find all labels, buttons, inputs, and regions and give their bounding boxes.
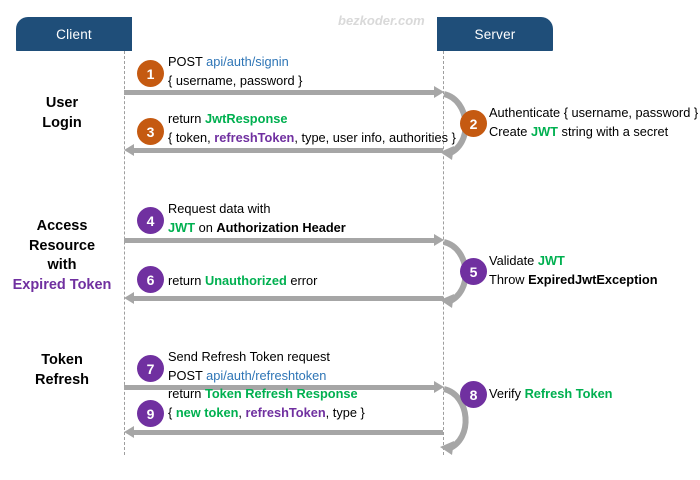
self-arc-8 — [440, 383, 486, 457]
arrow-response-3 — [124, 144, 443, 156]
phase-label-line: User — [45, 95, 79, 111]
msg-payload: { username, password } — [168, 72, 303, 88]
arrow-response-6 — [124, 292, 443, 304]
phase-label-line: Access — [36, 218, 88, 234]
msg-refresh-token: Refresh Token — [524, 386, 613, 401]
arrow-response-9 — [124, 426, 443, 438]
watermark: bezkoder.com — [338, 13, 425, 28]
message-text-9: return Token Refresh Response { new toke… — [168, 385, 365, 422]
msg-new-token: new token — [175, 404, 239, 420]
msg-plain: , type } — [325, 404, 365, 420]
phase-label-user-login: User Login — [2, 94, 122, 133]
msg-plain: Create — [489, 123, 531, 139]
msg-plain: Validate — [489, 253, 538, 268]
message-text-8: Verify Refresh Token — [489, 385, 613, 404]
arrowhead-icon — [434, 86, 444, 98]
msg-token: JWT — [537, 253, 565, 268]
phase-label-line: Token — [41, 352, 83, 368]
phase-label-line: Login — [42, 114, 82, 131]
msg-token: JWT — [168, 219, 196, 235]
msg-plain: POST — [168, 367, 207, 383]
message-text-2: Authenticate { username, password } Crea… — [489, 104, 698, 141]
msg-line: Authenticate { username, password } — [489, 105, 699, 120]
msg-plain: Throw — [489, 271, 529, 287]
lifeline-client — [124, 51, 125, 455]
step-badge-6: 6 — [137, 266, 164, 293]
msg-refresh-token: refreshToken — [245, 404, 326, 420]
msg-line: Request data with — [168, 201, 271, 216]
msg-plain: { — [168, 404, 176, 420]
phase-label-access-resource: Access Resource with Expired Token — [2, 217, 122, 295]
arrowhead-icon — [124, 292, 134, 304]
step-badge-3: 3 — [137, 118, 164, 145]
msg-line: Send Refresh Token request — [168, 349, 330, 364]
arrow-request-4 — [124, 234, 444, 246]
msg-endpoint: api/auth/refreshtoken — [206, 367, 327, 383]
step-badge-9: 9 — [137, 400, 164, 427]
step-badge-4: 4 — [137, 207, 164, 234]
step-badge-2: 2 — [460, 110, 487, 137]
arrowhead-icon — [434, 234, 444, 246]
step-badge-8: 8 — [460, 381, 487, 408]
phase-label-line: with — [47, 257, 77, 274]
msg-plain: { token, — [168, 129, 215, 145]
arrowhead-icon — [124, 426, 134, 438]
msg-token: JWT — [530, 123, 558, 139]
phase-label-line: Resource — [28, 237, 96, 254]
message-text-4: Request data with JWT on Authorization H… — [168, 200, 346, 237]
phase-label-line-accent: Expired Token — [12, 276, 112, 293]
arrowhead-icon — [434, 381, 444, 393]
actor-client-header: Client — [16, 17, 132, 51]
msg-plain: return — [168, 111, 205, 126]
msg-plain: Verify — [489, 386, 525, 401]
msg-plain: error — [286, 273, 318, 288]
msg-plain: return — [168, 386, 205, 401]
lifeline-server — [443, 51, 444, 455]
msg-response-type: JwtResponse — [205, 111, 288, 126]
arrow-request-1 — [124, 86, 444, 98]
phase-label-token-refresh: Token Refresh — [2, 351, 122, 390]
msg-refresh-token: refreshToken — [214, 129, 295, 145]
msg-header-name: Authorization Header — [216, 219, 346, 235]
msg-endpoint: api/auth/signin — [206, 54, 289, 69]
arrow-request-7 — [124, 381, 444, 393]
phase-label-line: Refresh — [35, 371, 89, 388]
msg-plain: return — [168, 273, 205, 288]
message-text-1: POST api/auth/signin { username, passwor… — [168, 53, 302, 90]
step-badge-1: 1 — [137, 60, 164, 87]
msg-plain: on — [195, 219, 217, 235]
msg-exception-name: ExpiredJwtException — [528, 271, 658, 287]
message-text-6: return Unauthorized error — [168, 272, 317, 291]
step-badge-5: 5 — [460, 258, 487, 285]
message-text-5: Validate JWT Throw ExpiredJwtException — [489, 252, 658, 289]
msg-plain: , — [238, 404, 246, 420]
msg-response-type: Token Refresh Response — [205, 386, 358, 401]
arrowhead-icon — [124, 144, 134, 156]
message-text-7: Send Refresh Token request POST api/auth… — [168, 348, 330, 385]
message-text-3: return JwtResponse { token, refreshToken… — [168, 110, 456, 147]
msg-plain: string with a secret — [557, 123, 669, 139]
actor-server-header: Server — [437, 17, 553, 51]
step-badge-7: 7 — [137, 355, 164, 382]
msg-plain: , type, user info, authorities } — [294, 129, 456, 145]
msg-plain: POST — [168, 54, 207, 69]
msg-error-type: Unauthorized — [205, 273, 287, 288]
